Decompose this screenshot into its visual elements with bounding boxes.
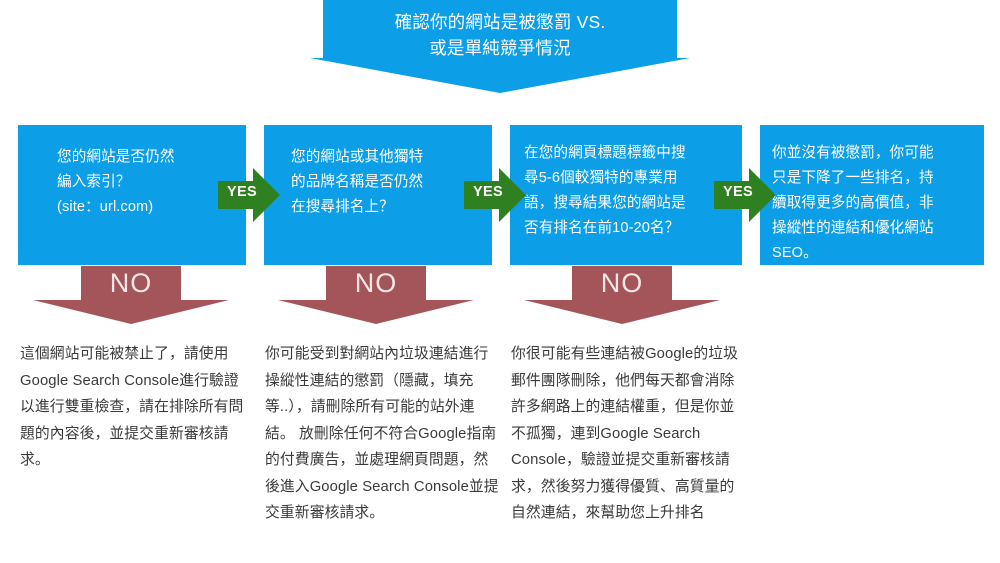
yes-label-2: YES <box>473 184 503 200</box>
yes-arrow-icon-2 <box>464 168 526 222</box>
yes-arrow-1: YES <box>218 164 280 226</box>
banner-down-arrow: 確認你的網站是被懲罰 VS. 或是單純競爭情況 <box>310 0 690 93</box>
outcome-text: 你並沒有被懲罰，你可能 只是下降了一些排名，持 續取得更多的高價值，非 操縱性的… <box>772 145 934 261</box>
no-answer-text-1: 這個網站可能被禁止了，請使用Google Search Console進行驗證以… <box>20 346 244 468</box>
no-label-2: NO <box>354 268 398 298</box>
yes-label-3: YES <box>723 184 753 200</box>
no-label-1: NO <box>109 268 153 298</box>
banner-arrow-shape <box>310 0 690 93</box>
no-arrow-3: NO <box>524 266 720 324</box>
question-box-1[interactable]: 您的網站是否仍然 編入索引？ (site：url.com) <box>18 125 246 265</box>
banner-title: 確認你的網站是被懲罰 VS. 或是單純競爭情況 <box>394 12 606 58</box>
no-arrow-icon-1 <box>33 266 229 324</box>
yes-arrow-icon-3 <box>714 168 776 222</box>
yes-label-1: YES <box>227 184 257 200</box>
yes-arrow-2: YES <box>464 164 526 226</box>
no-answer-text-2: 你可能受到對網站內垃圾連結進行操縱性連結的懲罰（隱藏，填充等..），請刪除所有可… <box>265 346 499 521</box>
no-arrow-1: NO <box>33 266 229 324</box>
yes-arrow-3: YES <box>714 164 776 226</box>
yes-arrow-icon-1 <box>218 168 280 222</box>
question-box-2[interactable]: 您的網站或其他獨特 的品牌名稱是否仍然 在搜尋排名上？ <box>264 125 492 265</box>
question-box-3[interactable]: 在您的網頁標題標籤中搜 尋5-6個較獨特的專業用 語，搜尋結果您的網站是 否有排… <box>510 125 742 265</box>
no-arrow-icon-3 <box>524 266 720 324</box>
no-answer-text-3: 你很可能有些連結被Google的垃圾郵件團隊刪除，他們每天都會消除許多網路上的連… <box>511 346 739 521</box>
no-arrow-2: NO <box>278 266 474 324</box>
no-label-3: NO <box>600 268 644 298</box>
question-text-3: 在您的網頁標題標籤中搜 尋5-6個較獨特的專業用 語，搜尋結果您的網站是 否有排… <box>524 145 686 236</box>
question-text-2: 您的網站或其他獨特 的品牌名稱是否仍然 在搜尋排名上？ <box>291 149 424 215</box>
no-arrow-icon-2 <box>278 266 474 324</box>
question-text-1: 您的網站是否仍然 編入索引？ (site：url.com) <box>57 149 175 215</box>
outcome-box[interactable]: 你並沒有被懲罰，你可能 只是下降了一些排名，持 續取得更多的高價值，非 操縱性的… <box>760 125 984 265</box>
